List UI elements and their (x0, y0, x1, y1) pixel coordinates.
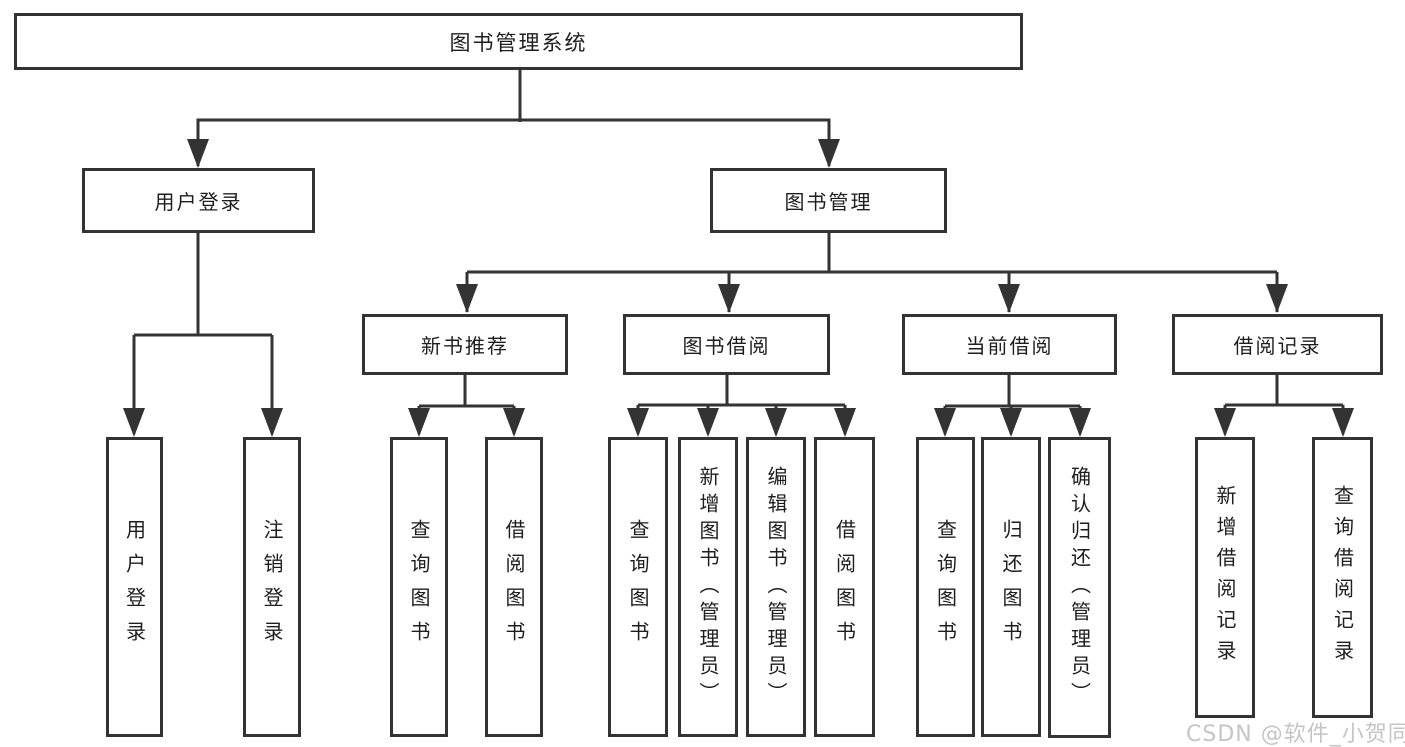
node-label: 用户登录 (154, 190, 243, 214)
node-label: 编辑图书（管理员） (764, 465, 788, 709)
leaf-add-books-admin: 新增图书（管理员） (678, 437, 738, 737)
leaf-query-books-recommend: 查询图书 (390, 437, 448, 737)
leaf-edit-books-admin: 编辑图书（管理员） (746, 437, 806, 737)
node-new-book-recommend: 新书推荐 (362, 314, 568, 375)
node-borrowing-records: 借阅记录 (1172, 314, 1383, 375)
node-label: 借阅记录 (1233, 334, 1322, 358)
node-label: 新增图书（管理员） (696, 465, 720, 709)
node-label: 确认归还（管理员） (1067, 466, 1092, 709)
node-label: 借阅图书 (832, 519, 857, 655)
node-label: 查询借阅记录 (1330, 484, 1355, 671)
leaf-user-login: 用户登录 (106, 437, 163, 737)
leaf-logout: 注销登录 (243, 437, 301, 737)
node-book-management: 图书管理 (710, 168, 947, 233)
leaf-query-borrow-record: 查询借阅记录 (1312, 437, 1373, 718)
node-label: 新增借阅记录 (1213, 484, 1237, 671)
connector-lines (132, 70, 1345, 434)
leaf-return-books: 归还图书 (981, 437, 1041, 737)
node-current-borrowing: 当前借阅 (902, 314, 1117, 375)
node-book-borrowing: 图书借阅 (623, 314, 830, 375)
node-label: 当前借阅 (965, 334, 1054, 358)
node-label: 图书管理系统 (449, 30, 588, 55)
node-label: 用户登录 (122, 519, 147, 655)
csdn-watermark: CSDN @软件_小贺同学 (1186, 722, 1405, 747)
node-library-management-system: 图书管理系统 (14, 13, 1023, 70)
node-user-login: 用户登录 (82, 168, 315, 233)
leaf-add-borrow-record: 新增借阅记录 (1195, 437, 1255, 718)
node-label: 图书借阅 (682, 334, 771, 358)
leaf-confirm-return-admin: 确认归还（管理员） (1048, 437, 1111, 738)
node-label: 注销登录 (260, 519, 284, 655)
node-label: 查询图书 (626, 519, 650, 655)
node-label: 新书推荐 (421, 334, 509, 358)
leaf-borrow-books-recommend: 借阅图书 (485, 437, 543, 737)
leaf-borrow-books: 借阅图书 (814, 437, 875, 737)
node-label: 图书管理 (784, 190, 873, 214)
leaf-query-books-borrow: 查询图书 (608, 437, 668, 737)
node-label: 查询图书 (933, 519, 958, 655)
node-label: 归还图书 (999, 519, 1023, 655)
node-label: 借阅图书 (502, 519, 526, 655)
leaf-query-books-current: 查询图书 (916, 437, 975, 737)
node-label: 查询图书 (407, 519, 431, 655)
